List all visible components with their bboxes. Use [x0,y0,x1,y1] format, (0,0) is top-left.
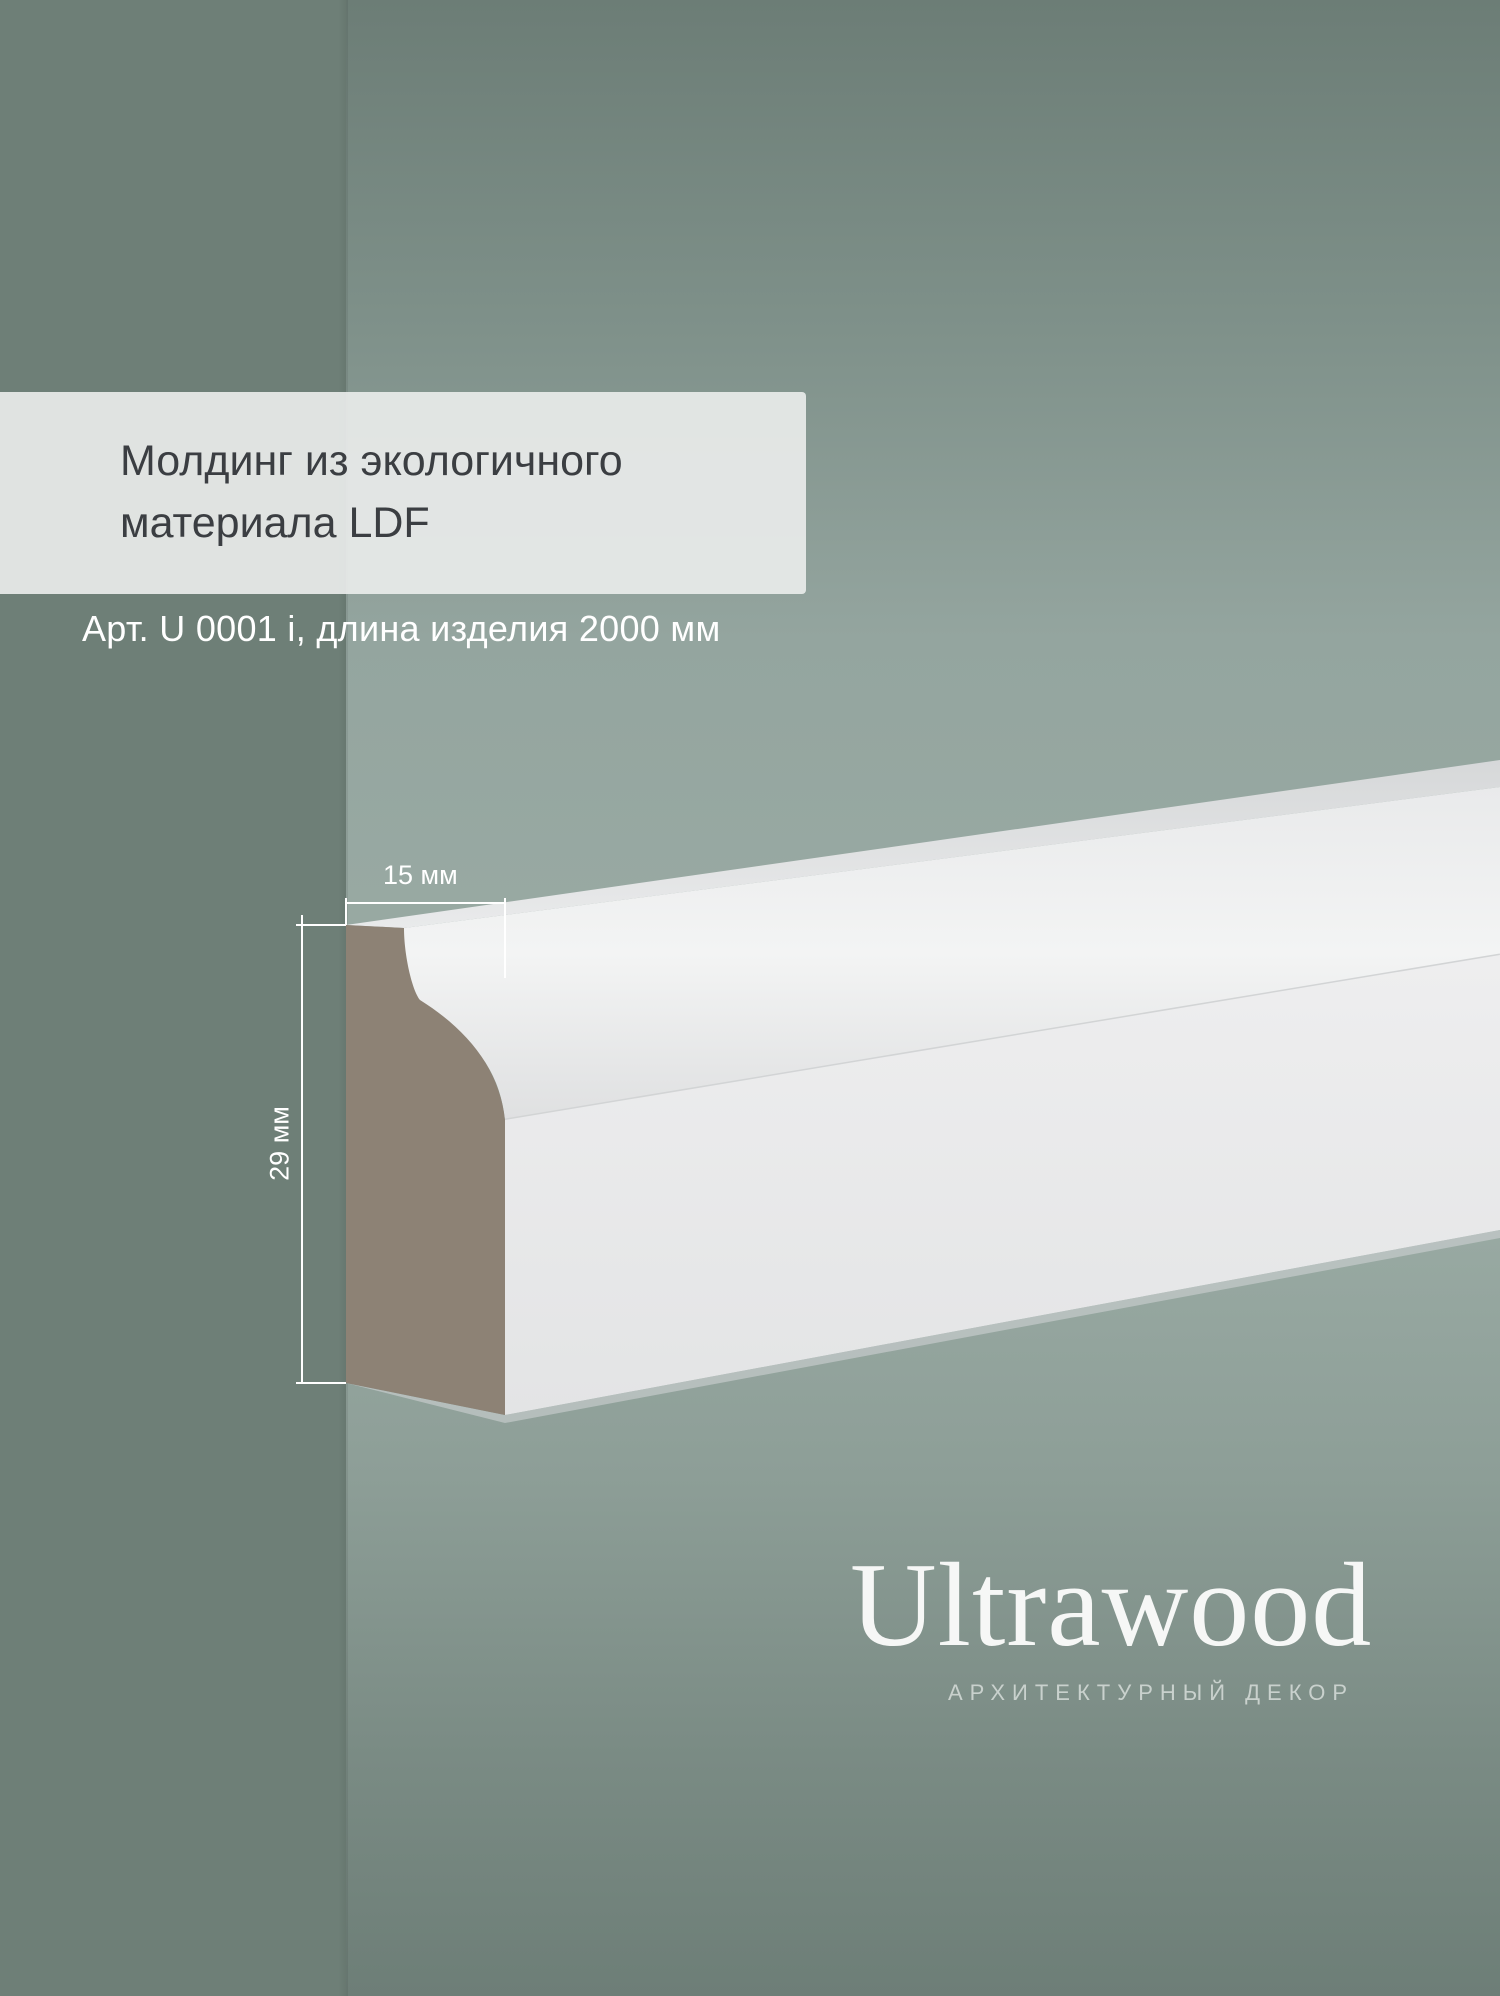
product-subtitle: Арт. U 0001 i, длина изделия 2000 мм [82,608,721,649]
molding-top-face [346,760,1500,928]
brand-tagline: АРХИТЕКТУРНЫЙ ДЕКОР [948,1680,1355,1705]
molding-cross-section [346,925,505,1415]
title-panel [0,392,806,594]
brand-logo: Ultrawood [850,1538,1373,1671]
width-dimension [345,898,506,978]
product-title: Молдинг из экологичного материала LDF [120,430,800,554]
molding-cove-face [404,787,1500,1120]
background-side-wall [0,0,346,1996]
height-dimension-label: 29 мм [264,1106,295,1181]
product-title-line1: Молдинг из экологичного [120,437,623,485]
molding-front-face [505,955,1500,1415]
wall-corner-shade [338,0,348,1996]
product-title-line2: материала LDF [120,499,430,547]
height-dimension [296,915,346,1384]
width-dimension-label: 15 мм [383,860,458,890]
